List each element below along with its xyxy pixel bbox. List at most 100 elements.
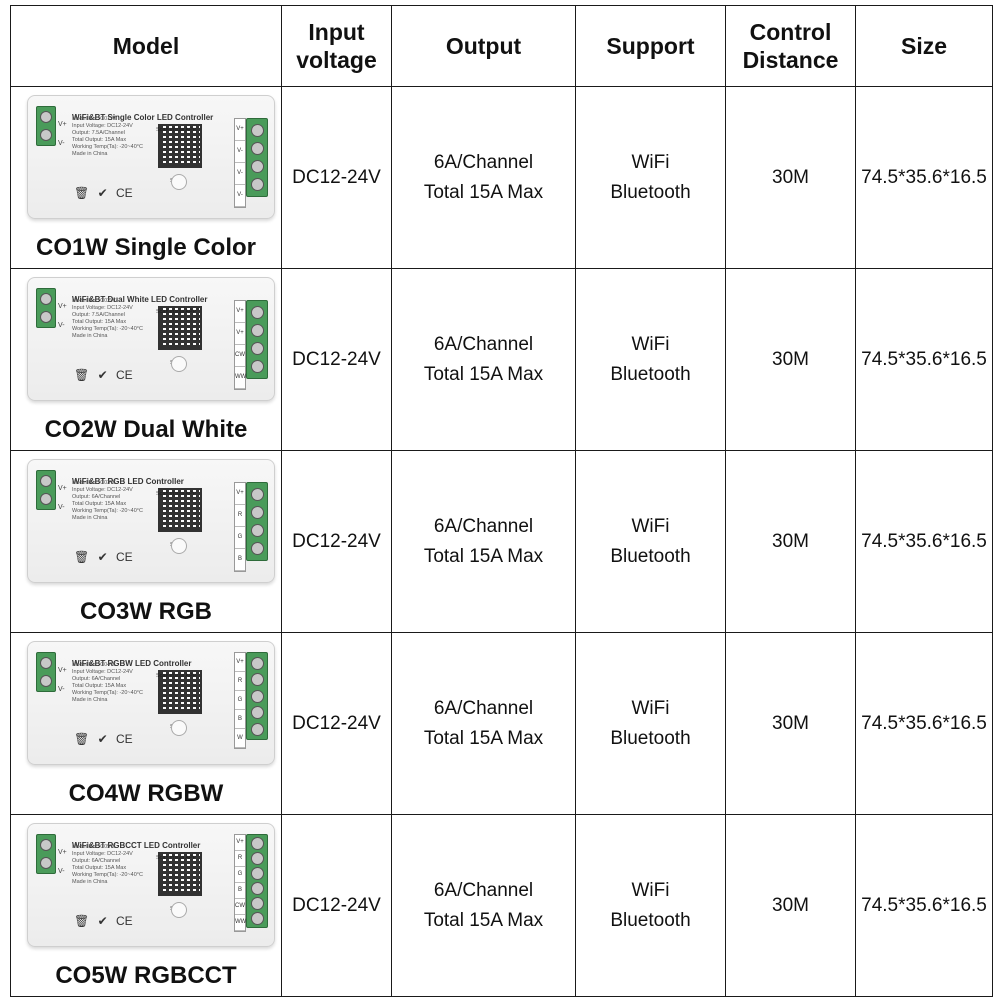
output-terminal	[246, 482, 268, 561]
terminal-screw	[250, 488, 264, 501]
output-labels: V+V-V-V-	[234, 118, 246, 208]
output-channel-label: G	[235, 527, 245, 549]
rohs-icon: ✔	[97, 914, 108, 928]
output-line1: 6A/Channel	[433, 333, 534, 355]
output-channel-label: G	[235, 691, 245, 710]
support-wifi: WiFi	[631, 879, 670, 901]
table-row: V+ V- INPUT WiFi&BT Single Color LED Con…	[10, 86, 993, 269]
output-line2: Total 15A Max	[423, 363, 544, 385]
input-terminal	[36, 106, 56, 146]
v-plus-label: V+	[58, 667, 67, 674]
device-input: Input Voltage: DC12-24V	[72, 851, 133, 857]
output-terminal	[246, 300, 268, 379]
output-channel-label: V+	[235, 483, 245, 505]
input-terminal	[36, 652, 56, 692]
terminal-screw	[250, 142, 264, 155]
controller-image: V+ V- INPUT WiFi&BT RGB LED Controller M…	[27, 459, 275, 583]
device-specs: Model No.: C02W Input Voltage: DC12-24V …	[72, 298, 143, 340]
device-model-no: Model No.: C05W	[72, 844, 116, 850]
output-channel-label: R	[235, 851, 245, 867]
distance-cell: 30M	[725, 86, 856, 269]
device-model-no: Model No.: C02W	[72, 298, 116, 304]
cert-icons: 🗑 ✔ CE	[74, 542, 138, 572]
support-cell: WiFi Bluetooth	[575, 814, 726, 997]
header-output: Output	[391, 5, 576, 87]
model-cell: V+ V- INPUT WiFi&BT RGB LED Controller M…	[10, 450, 282, 633]
device-title: WiFi&BT RGB LED Controller	[72, 477, 184, 486]
qr-code	[158, 852, 202, 896]
output-channel-label: WW	[235, 915, 246, 931]
size-cell: 74.5*35.6*16.5	[855, 450, 993, 633]
model-cell: V+ V- INPUT WiFi&BT Dual White LED Contr…	[10, 268, 282, 451]
output-channel-label: B	[235, 549, 245, 571]
rohs-icon: ✔	[97, 368, 108, 382]
output-channel-label: B	[235, 710, 245, 729]
device-total: Total Output: 15A Max	[72, 319, 127, 325]
qr-code	[158, 488, 202, 532]
input-voltage-cell: DC12-24V	[281, 814, 392, 997]
v-minus-label: V-	[58, 322, 65, 329]
controller-image: V+ V- INPUT WiFi&BT RGBCCT LED Controlle…	[27, 823, 275, 947]
output-channel-label: CW	[235, 345, 245, 367]
terminal-screw	[250, 656, 264, 670]
output-cell: 6A/Channel Total 15A Max	[391, 268, 576, 451]
output-channel-label: V+	[235, 653, 245, 672]
output-channel-label: V+	[235, 323, 245, 345]
support-bluetooth: Bluetooth	[610, 909, 691, 931]
output-line2: Total 15A Max	[423, 909, 544, 931]
input-terminal	[36, 288, 56, 328]
weee-bin-icon: 🗑	[74, 732, 90, 746]
rohs-icon: ✔	[97, 186, 108, 200]
terminal-screw	[250, 160, 264, 173]
input-label: INPUT	[28, 348, 34, 366]
device-total: Total Output: 15A Max	[72, 137, 127, 143]
output-channel-label: V+	[235, 119, 245, 141]
device-title: WiFi&BT RGBW LED Controller	[72, 659, 192, 668]
model-name: CO3W RGB	[80, 598, 212, 625]
device-temp: Working Temp(Ta): -20~40°C	[72, 690, 143, 696]
output-channel-label: V+	[235, 835, 245, 851]
output-channel-label: WW	[235, 367, 246, 389]
output-line1: 6A/Channel	[433, 879, 534, 901]
table-row: V+ V- INPUT WiFi&BT RGBCCT LED Controlle…	[10, 814, 993, 997]
terminal-screw	[250, 324, 264, 337]
distance-cell: 30M	[725, 450, 856, 633]
cert-icons: 🗑 ✔ CE	[74, 724, 138, 754]
set-button	[171, 538, 187, 554]
model-name: CO5W RGBCCT	[55, 962, 237, 989]
distance-cell: 30M	[725, 268, 856, 451]
size-cell: 74.5*35.6*16.5	[855, 632, 993, 815]
output-cell: 6A/Channel Total 15A Max	[391, 450, 576, 633]
device-made: Made in China	[72, 151, 108, 157]
v-plus-label: V+	[58, 303, 67, 310]
device-output: Output: 6A/Channel	[72, 858, 121, 864]
device-made: Made in China	[72, 879, 108, 885]
set-button	[171, 720, 187, 736]
terminal-screw	[250, 852, 264, 865]
input-voltage-cell: DC12-24V	[281, 450, 392, 633]
set-button	[171, 902, 187, 918]
qr-code	[158, 124, 202, 168]
input-label: INPUT	[28, 530, 34, 548]
model-cell: V+ V- INPUT WiFi&BT RGBW LED Controller …	[10, 632, 282, 815]
terminal-screw	[250, 897, 264, 910]
terminal-screw	[250, 722, 264, 736]
rohs-icon: ✔	[97, 732, 108, 746]
device-input: Input Voltage: DC12-24V	[72, 669, 133, 675]
support-bluetooth: Bluetooth	[610, 545, 691, 567]
terminal-screw	[250, 342, 264, 355]
terminal-screw	[250, 867, 264, 880]
ce-mark-icon: CE	[115, 732, 133, 746]
output-line1: 6A/Channel	[433, 697, 534, 719]
output-channel-label: G	[235, 867, 245, 883]
weee-bin-icon: 🗑	[74, 914, 90, 928]
v-minus-label: V-	[58, 868, 65, 875]
device-input: Input Voltage: DC12-24V	[72, 305, 133, 311]
table-row: V+ V- INPUT WiFi&BT RGBW LED Controller …	[10, 632, 993, 815]
distance-cell: 30M	[725, 632, 856, 815]
device-output: Output: 6A/Channel	[72, 494, 121, 500]
